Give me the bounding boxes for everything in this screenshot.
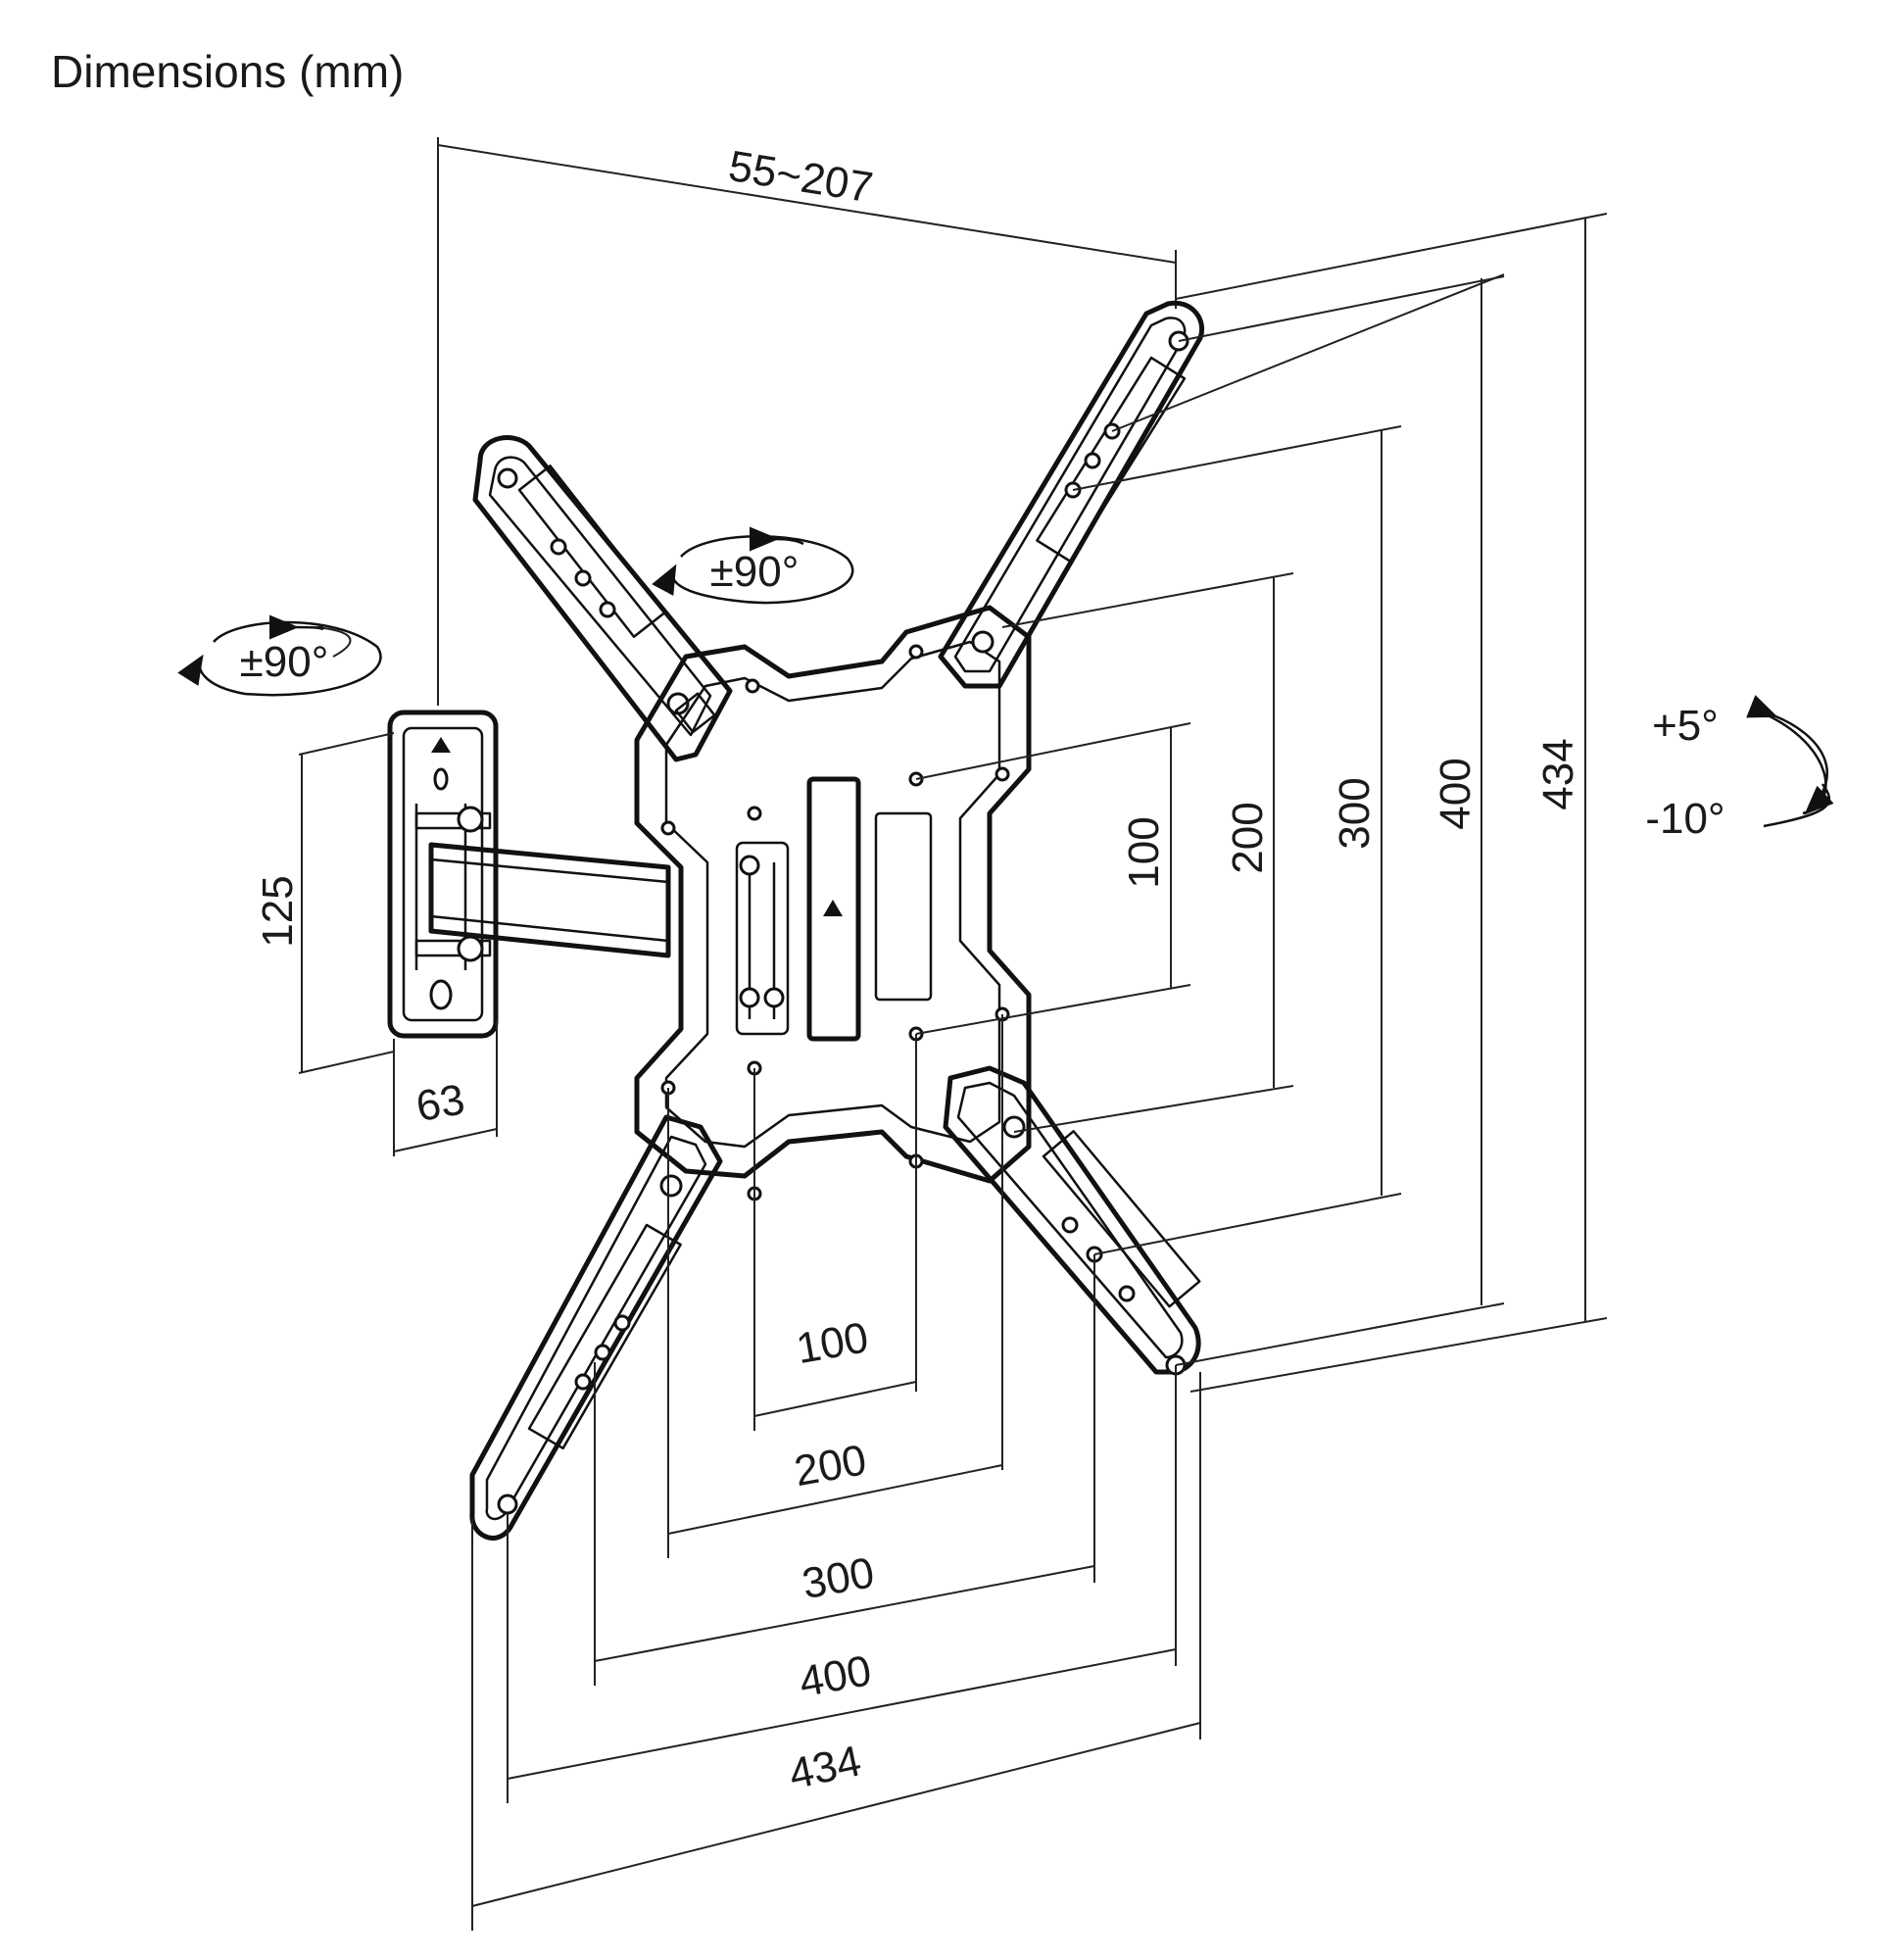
horizontal-spacing-100: 100	[793, 1313, 872, 1373]
page-title: Dimensions (mm)	[51, 46, 405, 97]
vertical-spacing-100: 100	[1120, 816, 1168, 888]
tilt-up-label: +5°	[1652, 702, 1719, 750]
horizontal-spacing-400: 400	[796, 1646, 875, 1706]
plate-rotation-indicator: ±90°	[652, 526, 854, 605]
swing-arm	[428, 842, 671, 958]
horizontal-spacing-300: 300	[799, 1548, 878, 1608]
horizontal-spacing-200: 200	[791, 1436, 870, 1495]
vertical-spacing-300: 300	[1331, 777, 1379, 849]
wall-width-label: 63	[412, 1075, 468, 1131]
plate-rotation-label: ±90°	[710, 548, 800, 596]
tilt-down-label: -10°	[1645, 795, 1724, 843]
bracket-lower-left	[469, 1114, 723, 1541]
tilt-indicator: +5° -10°	[1645, 695, 1834, 843]
vertical-dimensions: 100 200 300 400 434	[915, 213, 1608, 1393]
center-plate	[634, 605, 1032, 1201]
vertical-spacing-434: 434	[1534, 738, 1582, 809]
arm-swivel-label: ±90°	[240, 638, 329, 686]
depth-dimension: 55~207	[437, 137, 1177, 706]
horizontal-dimensions: 100 200 300 400 434	[471, 1014, 1201, 1931]
arm-swivel-indicator: ±90°	[177, 614, 382, 697]
horizontal-spacing-434: 434	[785, 1737, 865, 1798]
wall-height-dimension: 125	[254, 732, 395, 1074]
bracket-upper-right	[938, 300, 1204, 689]
wall-plate	[387, 710, 499, 1039]
vertical-spacing-400: 400	[1431, 758, 1480, 829]
bracket-lower-right	[943, 1065, 1201, 1376]
bracket-upper-left	[472, 435, 733, 762]
wall-width-dimension: 63	[393, 1019, 498, 1156]
wall-height-label: 125	[254, 875, 302, 947]
depth-dimension-label: 55~207	[725, 142, 876, 213]
vertical-spacing-200: 200	[1224, 802, 1272, 873]
